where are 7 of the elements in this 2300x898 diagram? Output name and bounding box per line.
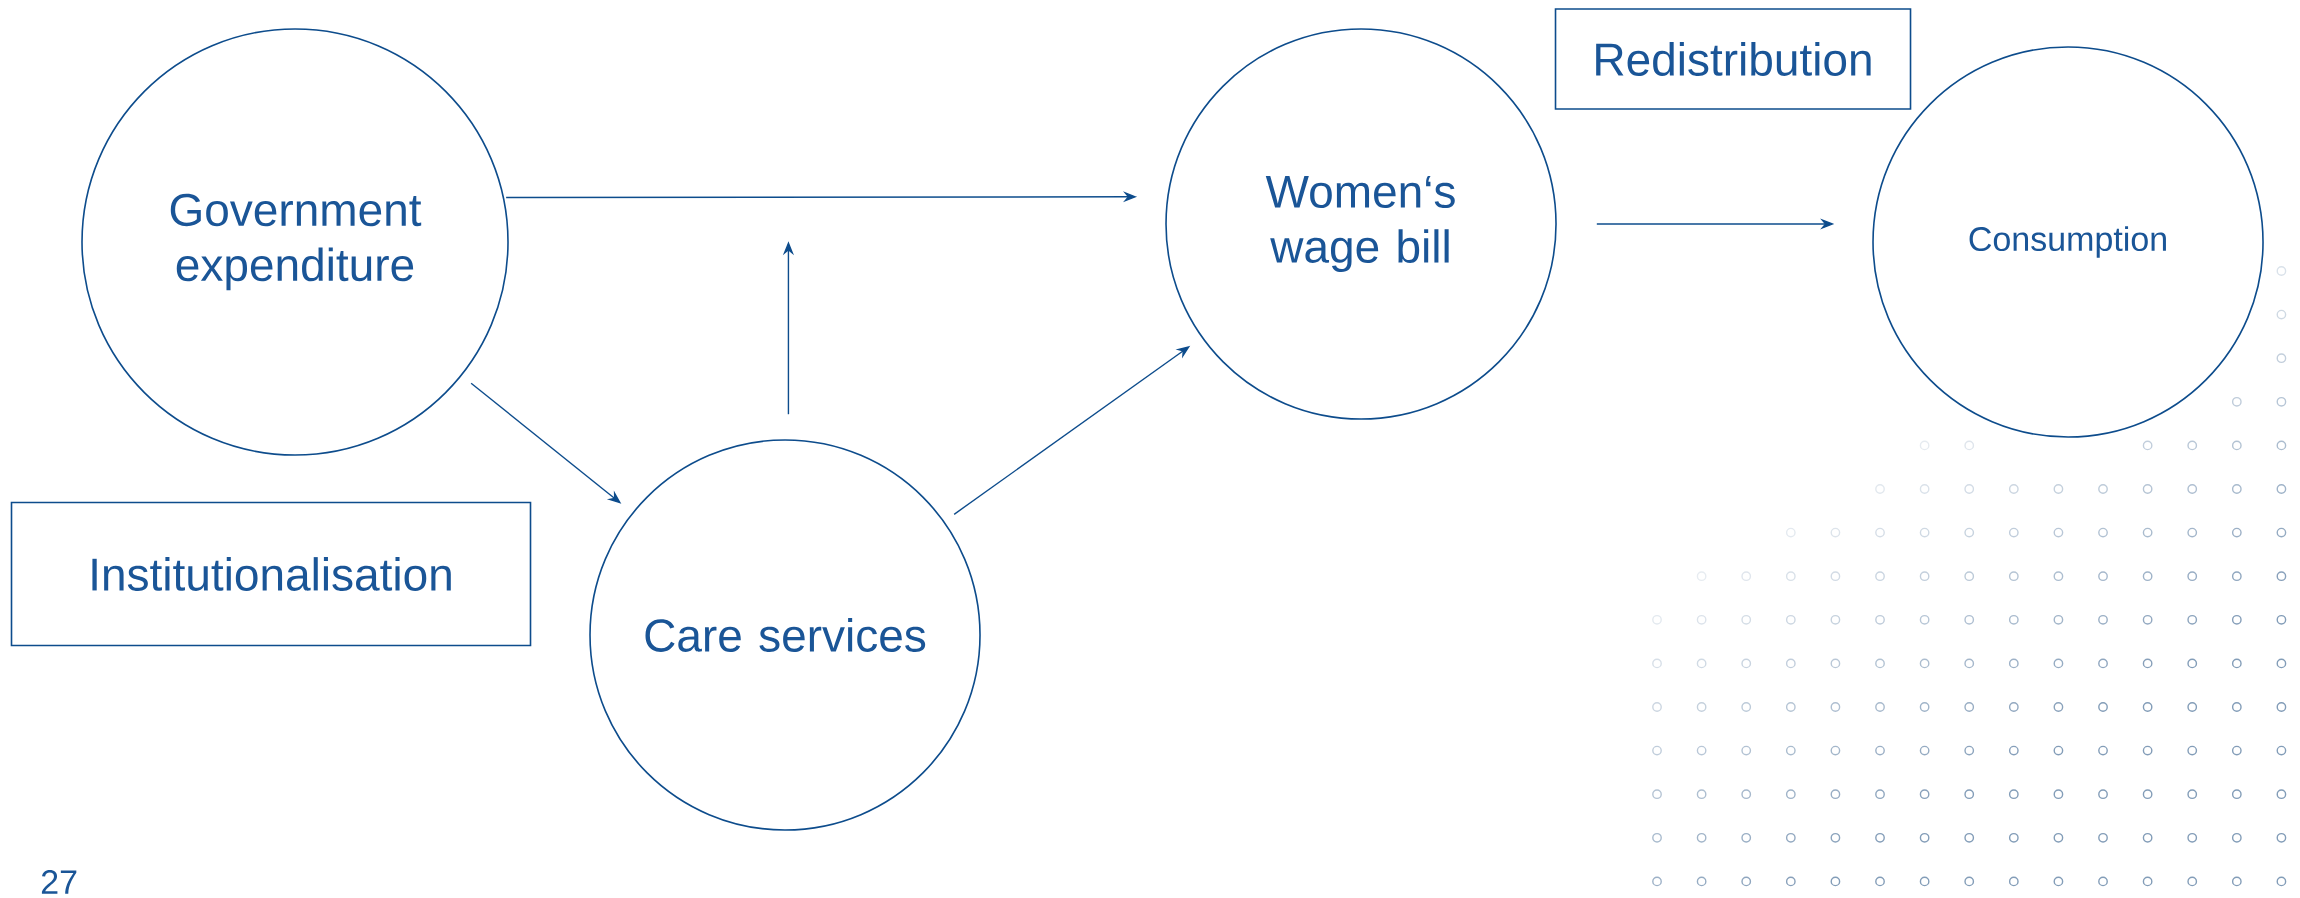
label-box: Redistribution	[1554, 8, 1912, 110]
circle-node: Consumption	[1872, 46, 2264, 438]
circle-node: Government expenditure	[81, 28, 509, 456]
page-number: 27	[41, 870, 77, 894]
circle-node: Care services	[589, 439, 981, 831]
circle-node: Women‘s wage bill	[1165, 28, 1557, 420]
label-box: Institutionalisation	[10, 501, 532, 647]
